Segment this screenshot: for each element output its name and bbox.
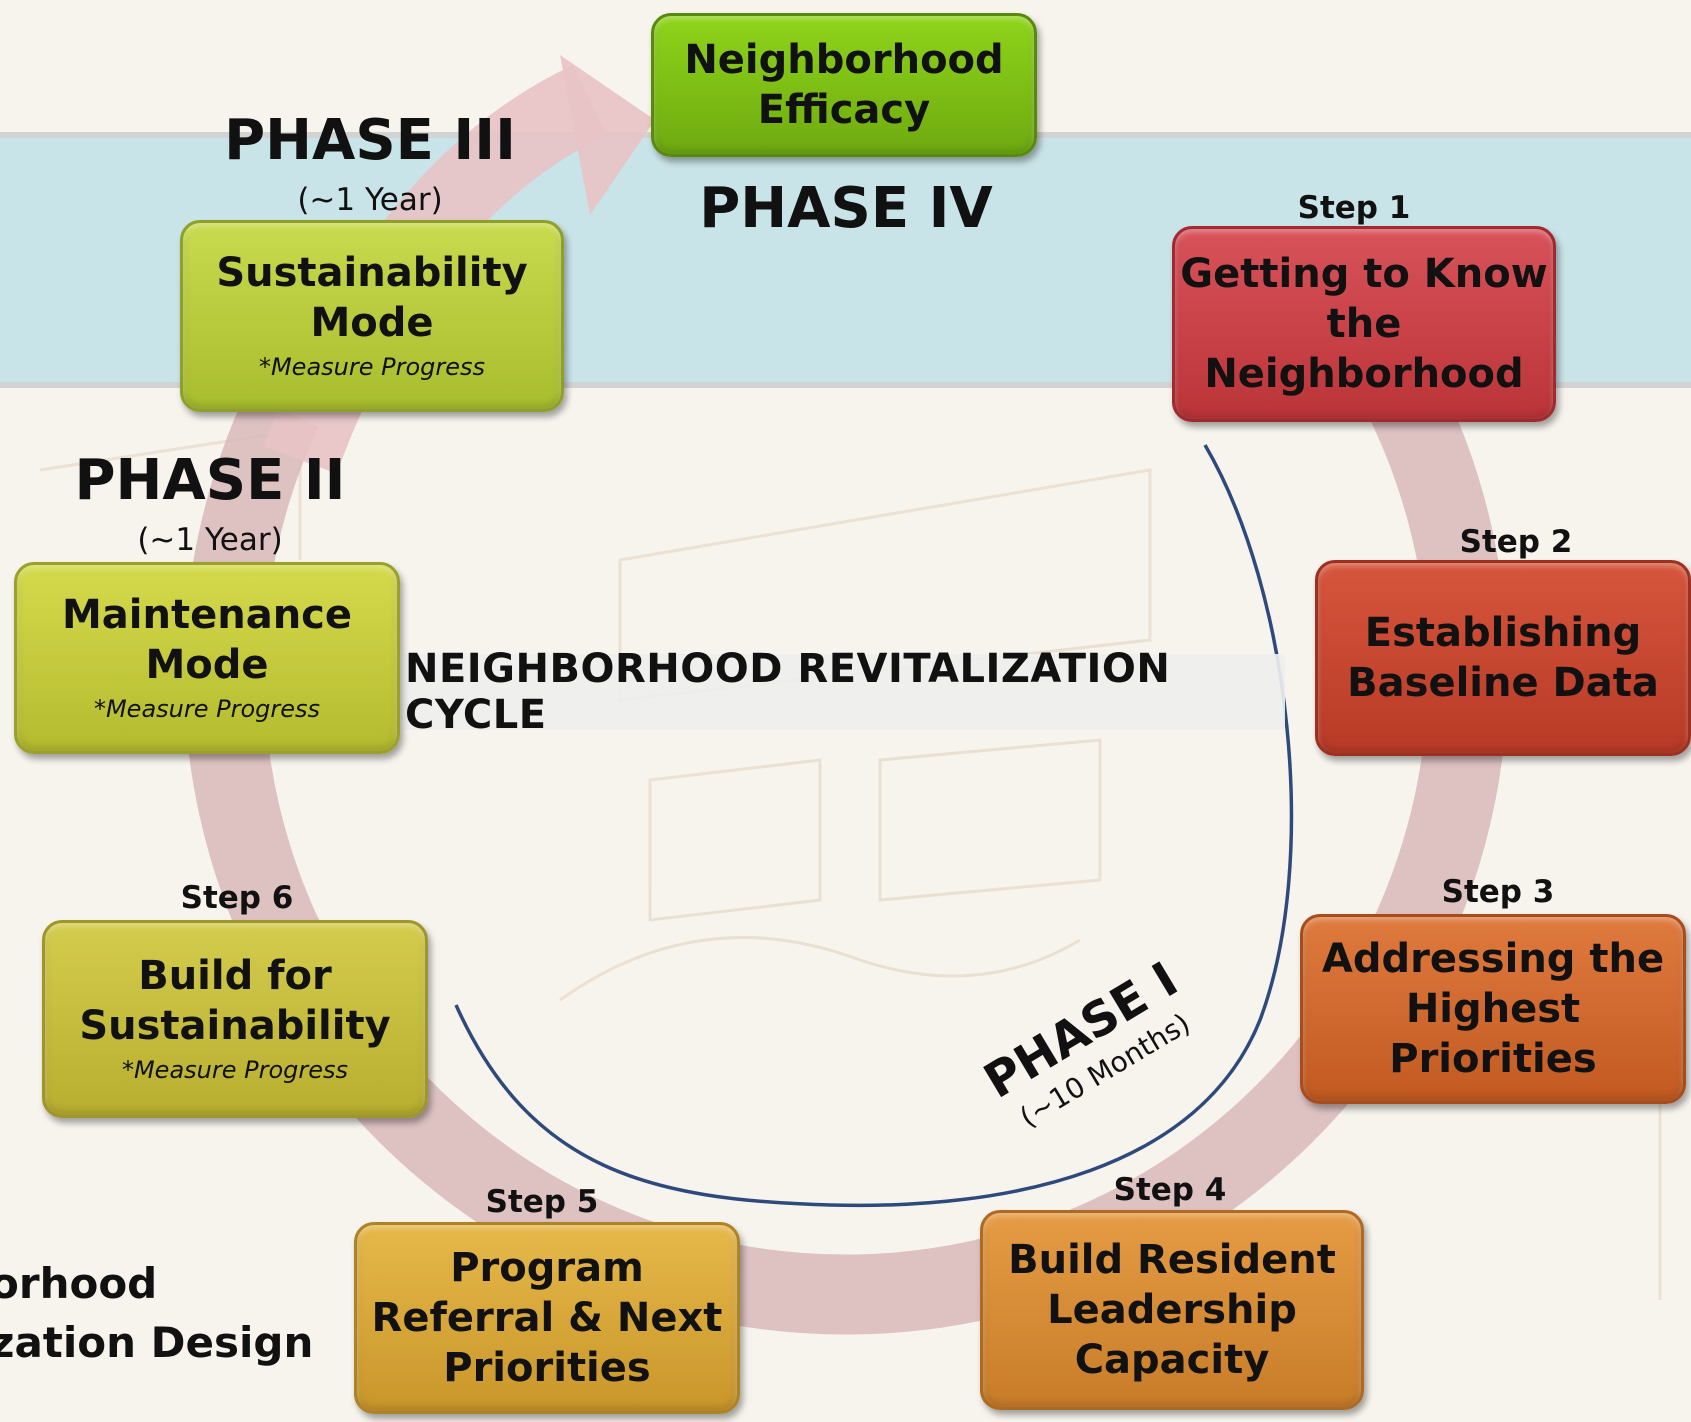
establishing-baseline-box: Establishing Baseline Data xyxy=(1315,560,1691,756)
getting-to-know-box: Getting to Know the Neighborhood xyxy=(1172,226,1556,422)
sustainability-mode-box: Sustainability Mode *Measure Progress xyxy=(180,220,564,412)
maintenance-mode-box: Maintenance Mode *Measure Progress xyxy=(14,562,400,754)
step-6-label: Step 6 xyxy=(180,880,294,916)
box-label: Establishing Baseline Data xyxy=(1347,610,1659,706)
box-label: Build for Sustainability xyxy=(79,953,391,1050)
efficacy-arrow-head xyxy=(560,55,655,215)
step-5-label: Step 5 xyxy=(485,1184,599,1220)
phase-iv-title: PHASE IV xyxy=(699,176,993,241)
phase-ii-title: PHASE II xyxy=(74,448,346,513)
build-for-sustainability-box: Build for Sustainability *Measure Progre… xyxy=(42,920,428,1118)
box-label: Sustainability Mode xyxy=(216,250,528,347)
step-2-label: Step 2 xyxy=(1459,524,1573,560)
phase-iii-title: PHASE III xyxy=(224,108,516,173)
step-3-label: Step 3 xyxy=(1441,874,1555,910)
build-resident-leadership-box: Build Resident Leadership Capacity xyxy=(980,1210,1364,1410)
cycle-title: NEIGHBORHOOD REVITALIZATION CYCLE xyxy=(405,646,1285,738)
addressing-priorities-box: Addressing the Highest Priorities xyxy=(1300,914,1686,1104)
box-label: Getting to Know the Neighborhood xyxy=(1180,251,1548,397)
step-4-label: Step 4 xyxy=(1113,1172,1227,1208)
brand-text: orhood zation Design xyxy=(0,1259,314,1367)
program-referral-box: Program Referral & Next Priorities xyxy=(354,1222,740,1414)
box-note: *Measure Progress xyxy=(93,695,321,724)
phase-iii-duration: (~1 Year) xyxy=(297,182,443,218)
box-label: Program Referral & Next Priorities xyxy=(371,1245,723,1391)
box-label: Neighborhood Efficacy xyxy=(684,37,1004,133)
phase-ii-duration: (~1 Year) xyxy=(137,522,283,558)
step-1-label: Step 1 xyxy=(1297,190,1411,226)
neighborhood-efficacy-box: Neighborhood Efficacy xyxy=(651,13,1037,157)
box-note: *Measure Progress xyxy=(258,353,486,382)
box-label: Maintenance Mode xyxy=(61,592,353,689)
cycle-ring xyxy=(183,371,1508,1335)
box-label: Addressing the Highest Priorities xyxy=(1321,936,1665,1082)
box-note: *Measure Progress xyxy=(121,1056,349,1085)
box-label: Build Resident Leadership Capacity xyxy=(1008,1237,1336,1383)
phase-i-arc xyxy=(454,444,1294,1208)
